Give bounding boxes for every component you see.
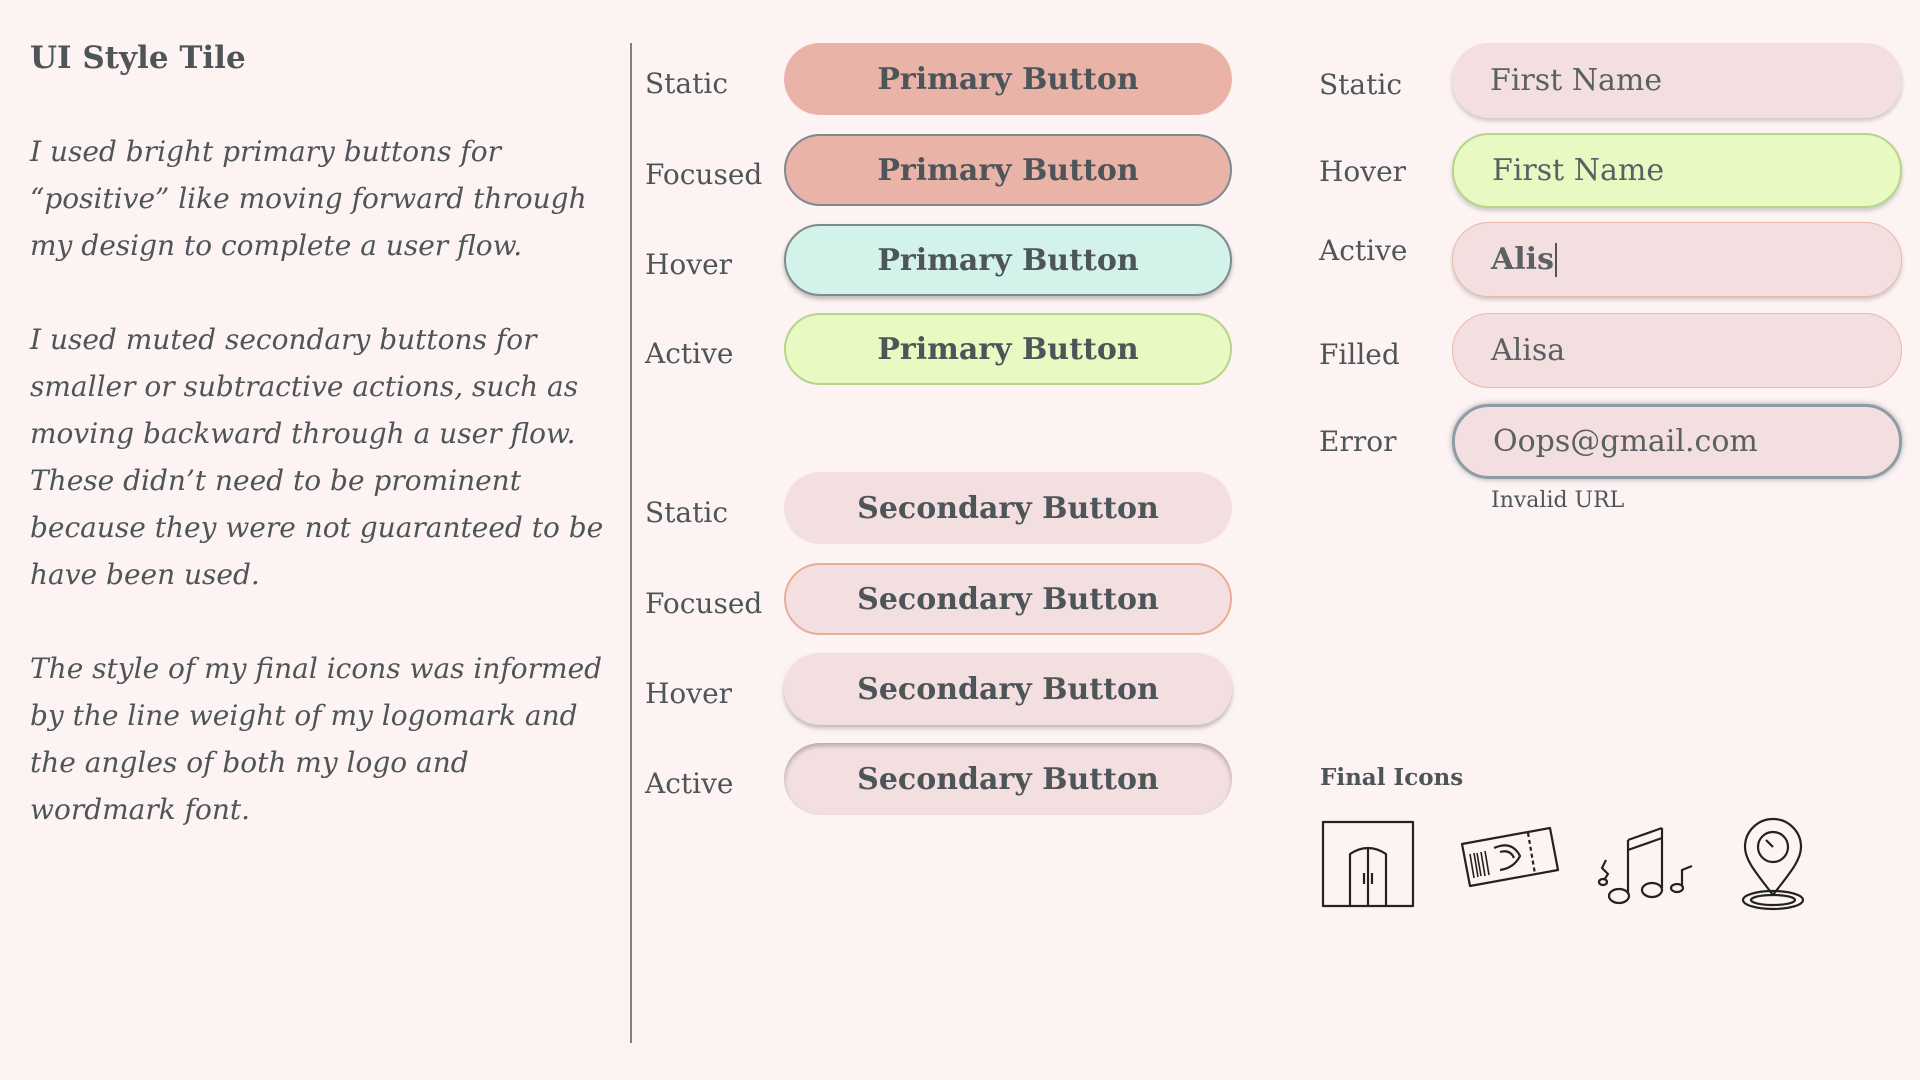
secondary-button-focused[interactable]: Secondary Button (784, 563, 1232, 635)
secondary-button-active[interactable]: Secondary Button (784, 743, 1232, 815)
input-error-label: Error (1319, 425, 1397, 458)
secondary-buttons-note: I used muted secondary buttons for small… (30, 323, 604, 591)
primary-button-focused[interactable]: Primary Button (784, 134, 1232, 206)
door-icon (1321, 820, 1415, 908)
input-active-label: Active (1319, 234, 1408, 267)
primary-hover-label: Hover (645, 248, 733, 281)
secondary-active-label: Active (645, 767, 734, 800)
secondary-hover-label: Hover (645, 677, 733, 710)
column-divider (630, 43, 632, 1043)
primary-buttons-note: I used bright primary buttons for “posit… (30, 135, 587, 262)
field-value: Alisa (1491, 333, 1566, 368)
input-static-label: Static (1319, 68, 1403, 101)
email-field-error[interactable]: Oops@gmail.com (1452, 404, 1902, 479)
field-value: Oops@gmail.com (1493, 424, 1758, 459)
error-message: Invalid URL (1491, 488, 1625, 513)
text-caret (1554, 242, 1557, 277)
primary-button-active[interactable]: Primary Button (784, 313, 1232, 385)
primary-focused-label: Focused (645, 158, 763, 191)
field-placeholder: First Name (1490, 63, 1663, 98)
primary-active-label: Active (645, 337, 734, 370)
primary-button-hover[interactable]: Primary Button (784, 224, 1232, 296)
first-name-field-static[interactable]: First Name (1452, 43, 1902, 118)
icons-heading: Final Icons (1320, 764, 1464, 791)
location-pin-icon (1741, 817, 1805, 911)
input-hover-label: Hover (1319, 155, 1407, 188)
secondary-static-label: Static (645, 496, 729, 529)
page-title: UI Style Tile (30, 40, 246, 76)
secondary-button-hover[interactable]: Secondary Button (784, 653, 1232, 725)
secondary-focused-label: Focused (645, 587, 763, 620)
music-notes-icon (1597, 826, 1693, 905)
first-name-field-hover[interactable]: First Name (1452, 133, 1902, 208)
ticket-icon (1460, 826, 1560, 888)
secondary-button-static[interactable]: Secondary Button (784, 472, 1232, 544)
style-tile-description: UI Style Tile I used bright primary butt… (30, 36, 610, 880)
first-name-field-filled[interactable]: Alisa (1452, 313, 1902, 388)
primary-static-label: Static (645, 67, 729, 100)
field-value: Alis (1491, 242, 1554, 277)
input-filled-label: Filled (1319, 338, 1400, 371)
primary-button-static[interactable]: Primary Button (784, 43, 1232, 115)
first-name-field-active[interactable]: Alis (1452, 222, 1902, 297)
icons-note: The style of my final icons was informed… (30, 652, 603, 826)
field-placeholder: First Name (1492, 153, 1665, 188)
